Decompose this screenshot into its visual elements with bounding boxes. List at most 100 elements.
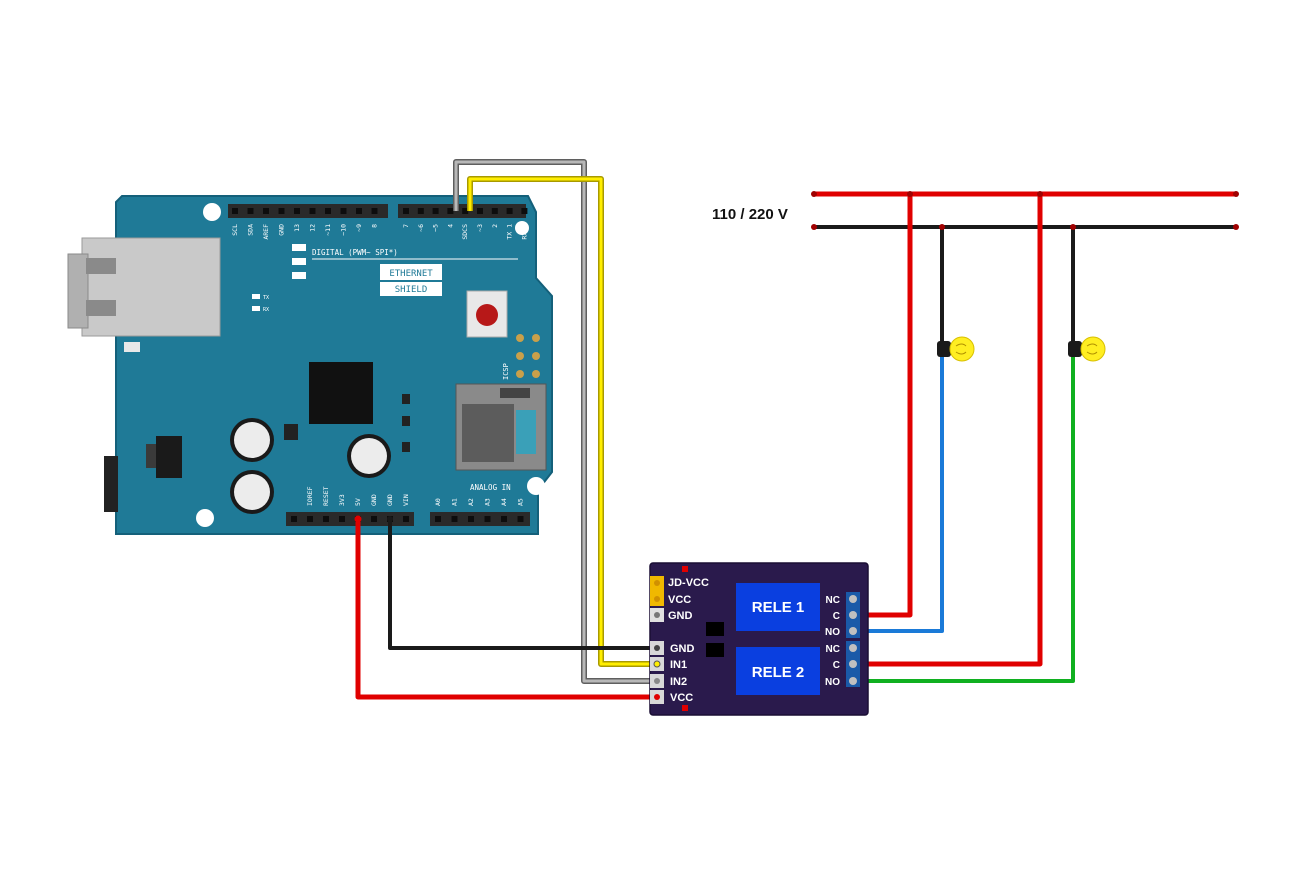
pin-label: ~6 — [417, 224, 425, 232]
icsp-header: ICSP — [502, 334, 540, 380]
header-pin-hole — [435, 516, 441, 522]
wires — [354, 159, 1076, 700]
analog-in-label: ANALOG IN — [470, 483, 511, 492]
mounting-hole — [203, 203, 221, 221]
smd-component — [402, 416, 410, 426]
lamp-1-icon — [937, 336, 975, 362]
pin-label: 8 — [371, 224, 379, 228]
pin-vcc-label: VCC — [670, 692, 693, 704]
pin-label: 3V3 — [338, 494, 346, 506]
pin-label: A5 — [517, 498, 525, 506]
wire-red-relay2-c — [858, 194, 1043, 667]
header-pin-hole — [323, 516, 329, 522]
pin-label: A0 — [434, 498, 442, 506]
badge-line-1: ETHERNET — [389, 269, 433, 279]
header-pin-hole — [247, 208, 254, 214]
pin-label: ~3 — [476, 224, 484, 232]
relay-2-c-label: C — [833, 660, 840, 671]
relay-1-c-label: C — [833, 611, 840, 622]
pin-label: ~9 — [355, 224, 363, 232]
icsp-label: ICSP — [502, 363, 510, 380]
pin-label: TX 1 — [506, 224, 514, 240]
header-pin-hole — [278, 208, 285, 214]
voltage-regulator-icon — [146, 436, 182, 478]
smd-component — [402, 394, 410, 404]
rx-led — [252, 306, 260, 311]
relay-1-box — [736, 583, 820, 631]
wire-red-relay1-c — [858, 194, 913, 618]
smd-component — [402, 442, 410, 452]
pin-label: A3 — [484, 498, 492, 506]
tx-led-label: TX — [263, 295, 269, 301]
header-pin-hole — [432, 208, 439, 214]
header-pin-hole — [307, 516, 313, 522]
optocoupler-chip — [706, 643, 724, 657]
pin-label: IOREF — [306, 486, 314, 506]
pin-gnd-label: GND — [670, 643, 695, 655]
relay-2-nc-label: NC — [826, 644, 840, 655]
relay-1-no-label: NO — [825, 627, 840, 638]
header-pin-hole — [371, 516, 377, 522]
header-pin-hole — [491, 208, 498, 214]
header-pin-hole — [521, 208, 528, 214]
pin-label: RX 0 — [520, 224, 528, 240]
lamp-2-icon — [1068, 336, 1106, 362]
header-pin-hole — [294, 208, 300, 214]
pin-label: ~5 — [432, 224, 440, 232]
header-pin-hole — [403, 516, 409, 522]
capacitor-icon — [347, 434, 391, 478]
header-pin-hole — [309, 208, 316, 214]
power-header — [286, 512, 414, 526]
relay-1-label: RELE 1 — [752, 599, 805, 616]
relay-2-no-label: NO — [825, 677, 840, 688]
capacitor-icon — [230, 470, 274, 514]
status-led — [292, 258, 306, 265]
top-header-left — [228, 204, 388, 218]
top-header-pins — [232, 208, 528, 214]
header-pin-hole — [403, 208, 409, 214]
header-pin-hole — [340, 208, 347, 214]
header-pin-hole — [325, 208, 331, 214]
analog-header — [430, 512, 530, 526]
pin-vcc-jumper-label: VCC — [668, 594, 691, 606]
rj45-jack-icon — [67, 237, 221, 352]
optocoupler-chip — [706, 622, 724, 636]
pin-label: A4 — [500, 498, 508, 506]
pin-in2-label: IN2 — [670, 676, 687, 688]
tx-led — [252, 294, 260, 299]
bottom-header-pins — [291, 516, 524, 522]
header-pin-hole — [501, 516, 507, 522]
pin-in1-label: IN1 — [670, 659, 687, 671]
pin-label: A2 — [467, 498, 475, 506]
pin-label: AREF — [262, 224, 270, 240]
ac-supply: 110 / 220 V — [712, 191, 1239, 230]
reset-button[interactable] — [466, 290, 508, 338]
status-led — [292, 244, 306, 251]
header-pin-hole — [477, 208, 483, 214]
pin-label: ~11 — [324, 224, 332, 236]
wire-red-5v — [355, 519, 652, 700]
header-pin-hole — [263, 208, 269, 214]
header-pin-hole — [451, 516, 458, 522]
relay-1-nc-label: NC — [826, 595, 840, 606]
header-pin-hole — [447, 208, 454, 214]
digital-label: DIGITAL (PWM~ SPI*) — [312, 248, 398, 257]
header-pin-hole — [417, 208, 424, 214]
badge-line-2: SHIELD — [395, 285, 428, 295]
terminal-screws — [849, 595, 857, 685]
pin-gnd-jumper-label: GND — [668, 610, 693, 622]
pin-label: 5V — [354, 498, 362, 506]
pin-label: 12 — [309, 224, 317, 232]
pin-label: GND — [278, 224, 286, 236]
header-pin-hole — [462, 208, 469, 214]
pin-label: GND — [386, 494, 394, 506]
rx-led-label: RX — [263, 307, 269, 313]
status-led — [292, 272, 306, 279]
dc-jack-icon — [104, 456, 118, 512]
pin-label: SDCS — [461, 224, 469, 240]
relay-2-label: RELE 2 — [752, 664, 805, 681]
pin-label: 13 — [293, 224, 301, 232]
pin-label: GND — [370, 494, 378, 506]
pin-jd-vcc-label: JD-VCC — [668, 577, 709, 589]
